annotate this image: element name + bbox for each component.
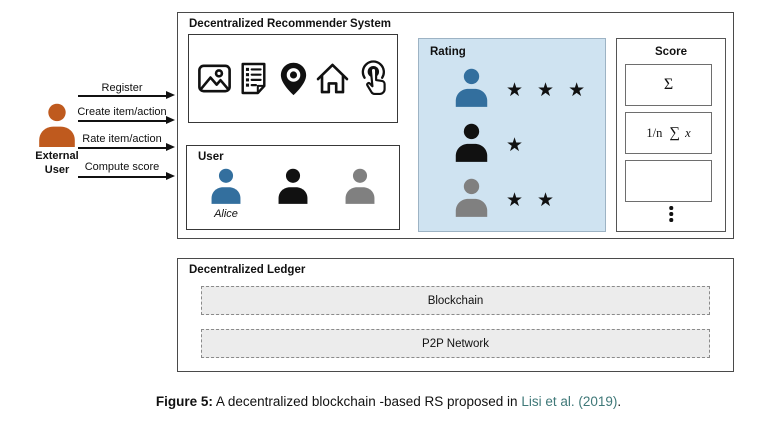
rating-row: ★ xyxy=(419,120,605,165)
create-item-arrow xyxy=(78,116,175,126)
rating-panel-title: Rating xyxy=(430,46,466,58)
arrow-head-icon xyxy=(166,172,175,180)
star-rating: ★ xyxy=(506,135,538,156)
rating-user-blue-icon xyxy=(455,68,488,107)
caption-period: . xyxy=(617,394,622,409)
recommender-system-panel: Decentralized Recommender System xyxy=(177,12,734,239)
items-panel xyxy=(188,34,398,123)
score-formula-empty xyxy=(625,160,712,202)
arrow-head-icon xyxy=(166,116,175,124)
fraction-text: 1/n xyxy=(646,125,663,140)
star-rating: ★★★ xyxy=(506,80,600,101)
rating-rows: ★★★ ★ xyxy=(419,65,605,230)
action-label-rate-item: Rate item/action xyxy=(82,133,162,145)
score-panel: Score Σ 1/n ∑ x xyxy=(616,38,726,232)
caption-citation-link[interactable]: Lisi et al. (2019) xyxy=(521,394,618,409)
user-black-icon xyxy=(278,168,308,204)
p2p-network-layer: P2P Network xyxy=(201,329,710,358)
action-label-create-item: Create item/action xyxy=(77,106,167,118)
user-row xyxy=(187,168,399,204)
user-panel-title: User xyxy=(198,151,224,163)
checklist-icon xyxy=(241,62,266,95)
external-user-label-line1: External xyxy=(35,150,79,162)
ledger-panel: Decentralized Ledger Blockchain P2P Netw… xyxy=(177,258,734,372)
caption-text: A decentralized blockchain -based RS pro… xyxy=(212,394,522,409)
compute-score-arrow xyxy=(78,172,175,182)
external-user-label: External User xyxy=(12,149,102,177)
rating-row: ★★ xyxy=(419,175,605,220)
action-label-compute-score: Compute score xyxy=(84,161,160,173)
caption-label: Figure 5: xyxy=(155,394,213,409)
star-rating: ★★ xyxy=(506,190,569,211)
user-alice-icon xyxy=(211,168,241,204)
rating-panel: Rating ★★★ xyxy=(418,38,606,232)
sigma-symbol: ∑ xyxy=(669,124,681,141)
arrow-head-icon xyxy=(166,91,175,99)
sigma-symbol: Σ xyxy=(663,76,674,93)
rating-row: ★★★ xyxy=(419,65,605,110)
ledger-panel-title: Decentralized Ledger xyxy=(189,264,306,276)
location-pin-icon xyxy=(280,62,306,96)
user-name-alice: Alice xyxy=(214,208,238,220)
variable-text: x xyxy=(685,125,691,140)
score-formula-sum: Σ xyxy=(625,64,712,106)
user-panel: User xyxy=(186,145,400,230)
home-icon xyxy=(316,63,349,94)
score-formula-average: 1/n ∑ x xyxy=(625,112,712,154)
action-label-register: Register xyxy=(101,82,143,94)
user-gray-icon xyxy=(345,168,375,204)
vertical-ellipsis-icon xyxy=(669,206,673,222)
recommender-system-title: Decentralized Recommender System xyxy=(189,18,391,30)
external-user-label-line2: User xyxy=(44,164,70,176)
figure-caption: Figure 5: A decentralized blockchain -ba… xyxy=(0,394,777,409)
image-icon xyxy=(198,64,231,93)
external-user-icon xyxy=(39,103,75,147)
arrow-head-icon xyxy=(166,143,175,151)
rating-user-gray-icon xyxy=(455,178,488,217)
register-arrow xyxy=(78,91,175,101)
blockchain-layer: Blockchain xyxy=(201,286,710,315)
rate-item-arrow xyxy=(78,143,175,153)
tap-icon xyxy=(361,60,386,95)
score-panel-title: Score xyxy=(655,46,687,58)
rating-user-black-icon xyxy=(455,123,488,162)
